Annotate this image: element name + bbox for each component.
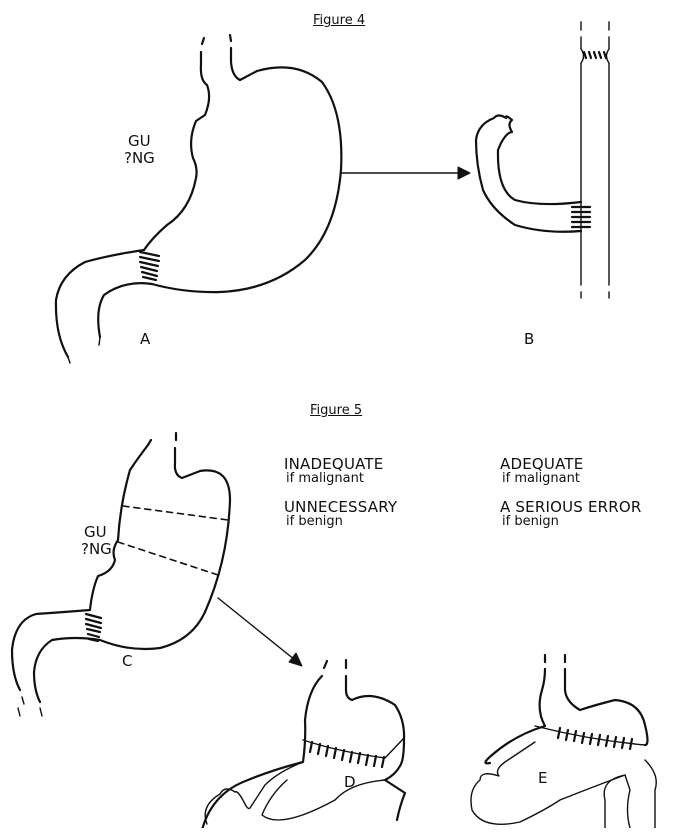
d-caption-line1: INADEQUATE [284,456,383,472]
e-caption-line3: A SERIOUS ERROR [500,499,642,515]
e-caption-line1: ADEQUATE [500,456,583,472]
label-c: C [122,652,132,670]
label-a: A [140,330,150,348]
label-e: E [538,769,547,787]
ng-label-c: ?NG [81,541,112,558]
gu-label-a: GU [128,133,151,150]
arrow-c-to-d [218,598,302,666]
figure-4-title: Figure 4 [313,13,365,28]
diagram-e [471,655,656,828]
e-caption-line4: if benign [502,515,559,529]
stomach-a [56,35,341,363]
d-caption-line4: if benign [286,515,343,529]
d-caption-line3: UNNECESSARY [284,499,397,515]
label-d: D [344,773,356,791]
d-caption-line2: if malignant [286,472,364,486]
diagram-b [476,22,609,298]
label-b: B [524,330,534,348]
e-caption-line2: if malignant [502,472,580,486]
stomach-c [12,433,230,716]
figure-5-title: Figure 5 [310,403,362,418]
gu-label-c: GU [84,524,107,541]
diagram-d [202,660,405,828]
arrow-a-to-b [342,167,470,179]
ng-label-a: ?NG [124,150,155,167]
